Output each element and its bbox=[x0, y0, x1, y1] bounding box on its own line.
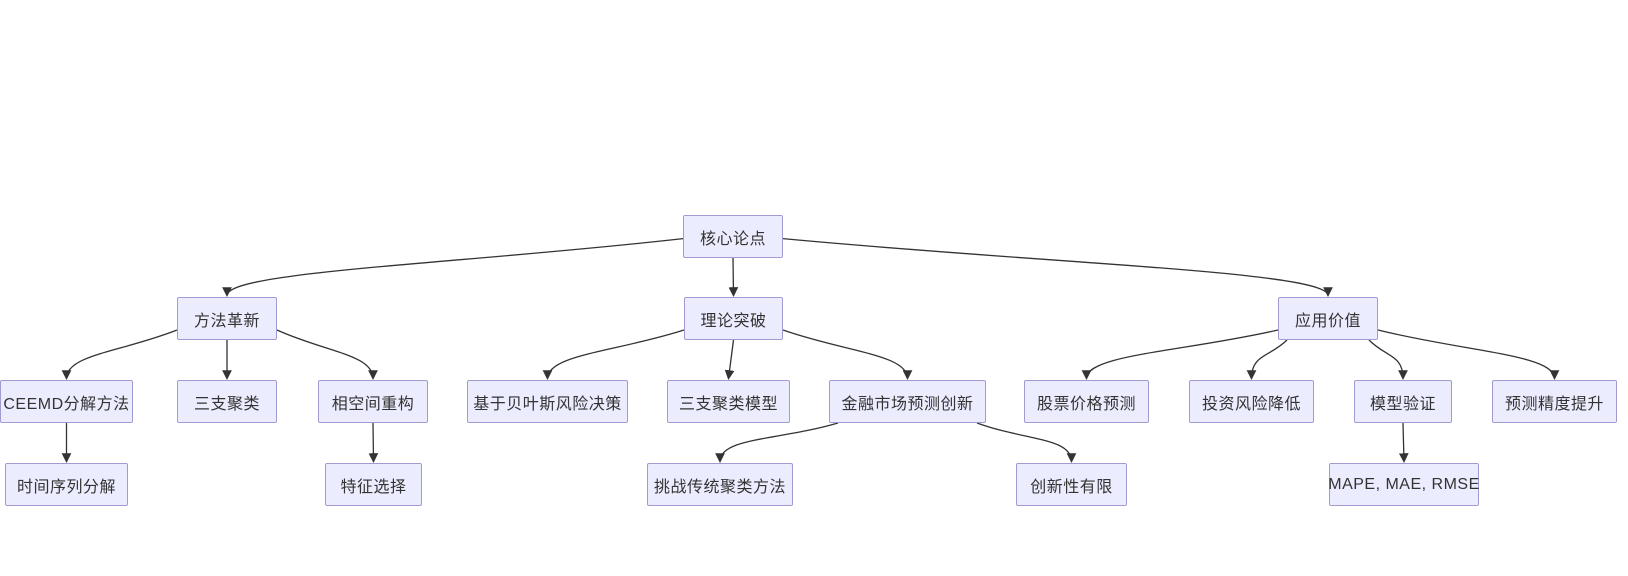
node-ceemd: CEEMD分解方法 bbox=[0, 380, 133, 423]
node-label: 预测精度提升 bbox=[1504, 395, 1604, 413]
node-label: 挑战传统聚类方法 bbox=[653, 478, 786, 496]
edge-method-to-phase bbox=[276, 329, 378, 380]
edge-finance-to-limited bbox=[976, 422, 1077, 463]
node-label: 核心论点 bbox=[699, 230, 766, 248]
edge-root-to-method bbox=[222, 238, 684, 297]
edge-theory-to-bayes bbox=[542, 329, 685, 380]
node-label: 应用价值 bbox=[1294, 312, 1361, 330]
node-label: 股票价格预测 bbox=[1036, 395, 1136, 413]
node-label: 基于贝叶斯风险决策 bbox=[473, 395, 622, 413]
node-timeseries: 时间序列分解 bbox=[5, 463, 128, 506]
edge-root-to-theory bbox=[728, 257, 739, 297]
node-root: 核心论点 bbox=[683, 215, 783, 258]
node-label: 投资风险降低 bbox=[1201, 395, 1301, 413]
node-label: 三支聚类模型 bbox=[678, 395, 778, 413]
edge-finance-to-challenge bbox=[715, 422, 839, 463]
node-validation: 模型验证 bbox=[1354, 380, 1452, 423]
node-label: MAPE, MAE, RMSE bbox=[1328, 475, 1480, 493]
node-precision: 预测精度提升 bbox=[1492, 380, 1617, 423]
node-label: 方法革新 bbox=[193, 312, 260, 330]
node-label: 时间序列分解 bbox=[16, 478, 116, 496]
node-challenge: 挑战传统聚类方法 bbox=[647, 463, 793, 506]
edge-theory-to-finance bbox=[782, 329, 913, 380]
node-feature: 特征选择 bbox=[325, 463, 422, 506]
node-label: 相空间重构 bbox=[331, 395, 415, 413]
node-metrics: MAPE, MAE, RMSE bbox=[1328, 463, 1480, 506]
node-label: 三支聚类 bbox=[193, 395, 260, 413]
node-limited: 创新性有限 bbox=[1016, 463, 1127, 506]
node-bayes: 基于贝叶斯风险决策 bbox=[467, 380, 628, 423]
node-phase: 相空间重构 bbox=[318, 380, 428, 423]
node-application: 应用价值 bbox=[1278, 297, 1378, 340]
edge-phase-to-feature bbox=[368, 422, 379, 463]
node-method: 方法革新 bbox=[177, 297, 277, 340]
edge-root-to-application bbox=[782, 238, 1333, 297]
edge-method-to-ceemd bbox=[61, 329, 178, 380]
node-threeway: 三支聚类 bbox=[177, 380, 277, 423]
node-label: CEEMD分解方法 bbox=[3, 395, 130, 413]
node-finance: 金融市场预测创新 bbox=[829, 380, 986, 423]
edge-application-to-invest bbox=[1246, 339, 1288, 380]
node-label: 创新性有限 bbox=[1030, 478, 1113, 496]
node-stock: 股票价格预测 bbox=[1024, 380, 1149, 423]
node-label: 特征选择 bbox=[340, 478, 407, 496]
edge-application-to-precision bbox=[1377, 329, 1560, 380]
node-theory: 理论突破 bbox=[684, 297, 783, 340]
node-invest: 投资风险降低 bbox=[1189, 380, 1314, 423]
node-label: 金融市场预测创新 bbox=[841, 395, 974, 413]
node-label: 理论突破 bbox=[700, 312, 767, 330]
edge-validation-to-metrics bbox=[1398, 422, 1409, 463]
edges-group bbox=[61, 238, 1560, 463]
node-label: 模型验证 bbox=[1369, 395, 1436, 413]
edge-theory-to-threeway-model bbox=[724, 339, 735, 380]
edge-application-to-validation bbox=[1368, 339, 1408, 380]
node-threeway-model: 三支聚类模型 bbox=[667, 380, 790, 423]
edge-application-to-stock bbox=[1081, 329, 1279, 380]
